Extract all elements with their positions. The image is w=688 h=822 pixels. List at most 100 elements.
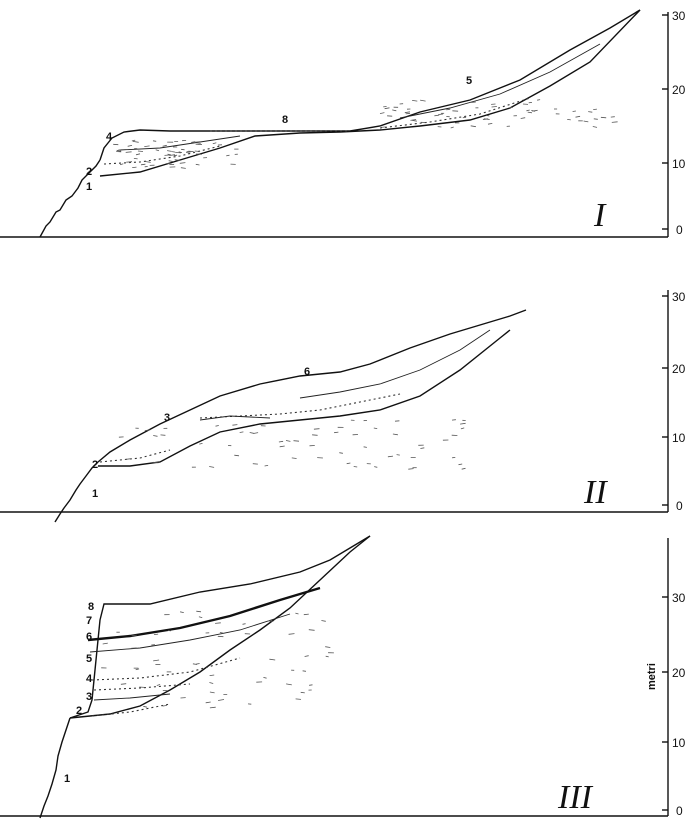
panel-II-internal-line: [299, 329, 491, 399]
stipple-mark: [434, 114, 440, 117]
panel-I-internal-line: [119, 135, 241, 151]
stipple-mark: [392, 109, 397, 112]
stipple-mark: [232, 424, 238, 426]
panel-II-layer3-contact: [199, 393, 401, 419]
stipple-mark: [135, 668, 140, 671]
stipple-mark: [181, 148, 185, 151]
stipple-mark: [285, 440, 291, 442]
stipple-mark: [567, 119, 571, 121]
panel-II-base-contact: [98, 329, 511, 467]
panel-III-layer-label: 8: [88, 601, 94, 613]
stipple-mark: [219, 632, 224, 634]
stipple-mark: [304, 655, 309, 657]
stipple-mark: [269, 658, 276, 661]
panel-I: 30 20 10 0 1 2 4 8 5 I: [0, 9, 686, 238]
stipple-mark: [346, 462, 351, 465]
panel-III: 30 20 10 0 metri 1 2 3 4 5 6 7 8 III: [0, 535, 686, 819]
stipple-mark: [363, 446, 367, 448]
stipple-mark: [205, 701, 211, 704]
stipple-mark: [405, 112, 411, 115]
panel-I-layer5-contact: [379, 97, 531, 129]
stipple-mark: [278, 440, 284, 443]
stipple-mark: [131, 634, 137, 637]
stipple-mark: [286, 683, 292, 686]
stipple-mark: [167, 153, 171, 156]
panel-I-bedrock-slope: [39, 159, 101, 238]
panel-II-tick-label: 30: [672, 290, 686, 304]
panel-III-layer-label: 1: [64, 773, 70, 785]
stipple-mark: [450, 126, 454, 129]
stipple-mark: [215, 622, 221, 624]
panel-III-roman-numeral: III: [557, 779, 594, 816]
panel-III-layer-label: 7: [86, 615, 92, 627]
panel-III-layer-label: 2: [76, 705, 82, 717]
stipple-mark: [487, 123, 493, 125]
panel-III-layer-label: 6: [86, 631, 92, 643]
stipple-mark: [412, 119, 417, 122]
stipple-mark: [209, 682, 214, 684]
panel-II-tick-label: 0: [676, 499, 683, 513]
panel-II-layer-label: 6: [304, 366, 310, 378]
stipple-mark: [526, 109, 530, 112]
stipple-mark: [404, 111, 411, 114]
stipple-mark: [312, 434, 318, 436]
panel-III-tick-label: 30: [672, 591, 686, 605]
panel-II-layer-label: 3: [164, 412, 170, 424]
stipple-mark: [116, 149, 122, 152]
stipple-mark: [303, 613, 309, 616]
panel-III-axis-unit: metri: [646, 663, 658, 690]
stipple-mark: [420, 99, 426, 102]
stipple-mark: [152, 140, 157, 142]
stipple-mark: [180, 611, 184, 613]
stipple-mark: [152, 461, 159, 464]
stipple-mark: [446, 108, 451, 111]
stipple-mark: [215, 425, 219, 427]
stipple-mark: [387, 455, 394, 458]
panel-III-tick-label: 20: [672, 666, 686, 680]
panel-III-layer6-contact: [93, 683, 191, 691]
stipple-mark: [192, 663, 198, 665]
stipple-mark: [156, 684, 161, 686]
stipple-mark: [470, 125, 476, 128]
panel-III-base-contact: [69, 535, 371, 719]
stipple-mark: [195, 141, 201, 143]
stipple-mark: [308, 629, 315, 631]
stipple-mark: [168, 160, 173, 162]
stipple-mark: [611, 121, 618, 123]
stipple-mark: [133, 158, 138, 160]
stipple-mark: [491, 106, 497, 108]
stipple-mark: [373, 427, 378, 429]
panel-I-layer2-contact: [103, 145, 221, 165]
stipple-mark: [527, 111, 533, 114]
stipple-mark: [600, 116, 607, 119]
stipple-mark: [155, 149, 160, 152]
stipple-mark: [508, 106, 513, 109]
stipple-mark: [374, 466, 378, 468]
stipple-mark: [196, 610, 202, 613]
stipple-mark: [153, 435, 158, 437]
stipple-mark: [135, 153, 141, 156]
panel-II-roman-numeral: II: [583, 474, 608, 511]
stipple-mark: [396, 454, 400, 456]
stipple-mark: [572, 110, 576, 112]
stipple-mark: [263, 677, 267, 679]
sediment-stipple-texture: [101, 99, 618, 709]
stipple-mark: [291, 457, 297, 459]
stipple-mark: [410, 119, 417, 121]
stipple-mark: [153, 659, 160, 662]
stipple-mark: [583, 120, 589, 123]
stipple-mark: [239, 431, 244, 433]
stipple-mark: [195, 143, 201, 145]
panel-I-layer-label: 2: [86, 166, 92, 178]
panel-III-layer-label: 4: [86, 673, 93, 685]
panel-III-layer-label: 5: [86, 653, 92, 665]
panel-III-layer3-contact: [93, 693, 171, 701]
stipple-mark: [131, 139, 136, 142]
stipple-mark: [125, 458, 132, 460]
stipple-mark: [242, 623, 246, 625]
stipple-mark: [145, 161, 151, 163]
stipple-mark: [532, 109, 538, 112]
panel-III-tick-label: 10: [672, 736, 686, 750]
stipple-mark: [253, 432, 259, 434]
stipple-mark: [199, 443, 203, 445]
